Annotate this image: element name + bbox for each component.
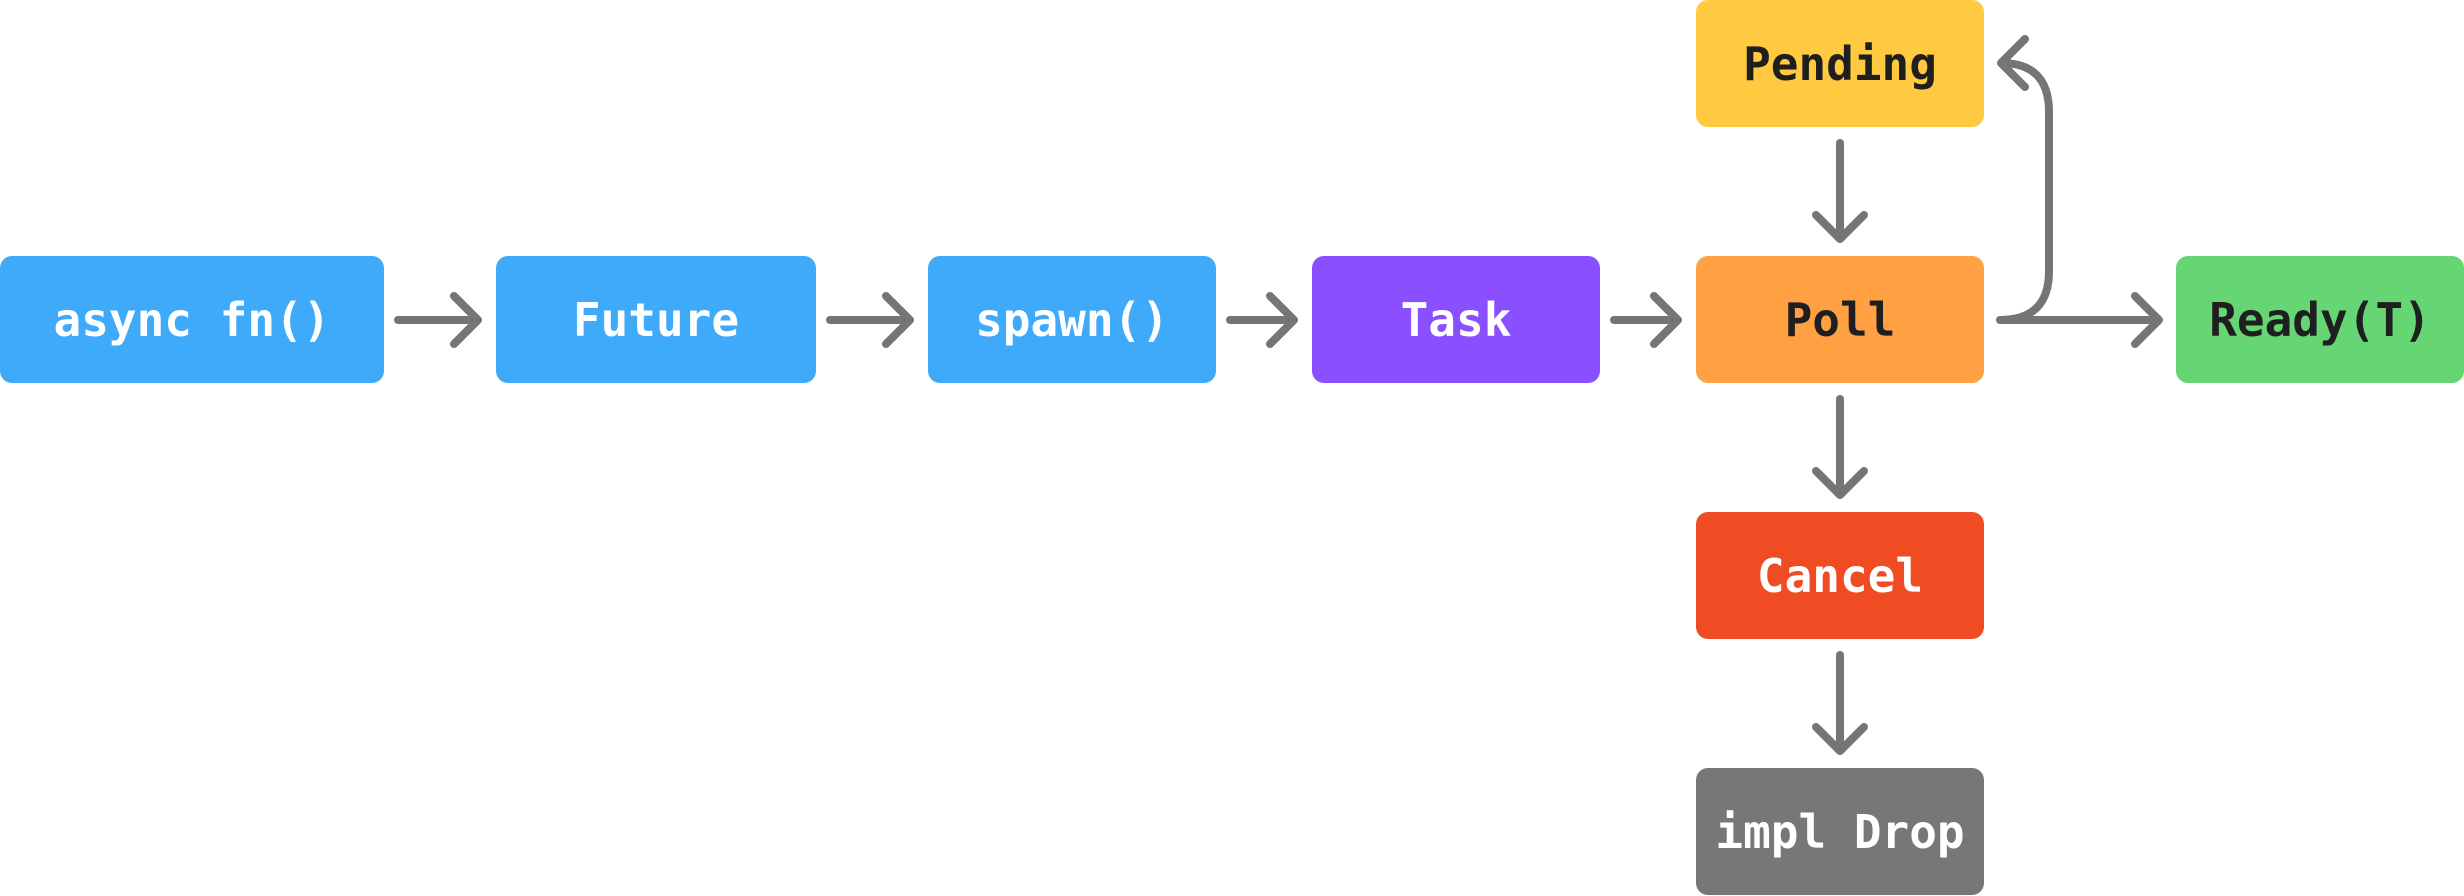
node-poll: Poll [1696,256,1984,383]
node-pending-label: Pending [1743,37,1937,91]
node-future-box [496,256,816,383]
edge-task-to-poll [1610,292,1682,348]
node-task: Task [1312,256,1600,383]
node-poll-label: Poll [1785,293,1896,347]
node-task-box [1312,256,1600,383]
edge-cancel-to-impl-drop [1812,651,1868,755]
node-future-label: Future [573,293,739,347]
edge-poll-to-ready [1996,292,2163,348]
node-pending: Pending [1696,0,1984,127]
node-cancel-label: Cancel [1757,549,1923,603]
node-future: Future [496,256,816,383]
node-spawn-label: spawn() [975,293,1169,347]
node-impl-drop-label: impl Drop [1715,805,1964,859]
node-task-label: Task [1401,293,1512,347]
node-async-fn-label: async fn() [54,293,331,347]
edge-poll-to-pending-loop [1996,35,2053,324]
node-spawn-box [928,256,1216,383]
node-impl-drop-box [1696,768,1984,895]
node-impl-drop: impl Drop [1696,768,1984,895]
node-async-fn-box [0,256,384,383]
node-ready: Ready(T) [2176,256,2464,383]
edge-async-fn-to-future [394,292,482,348]
node-async-fn: async fn() [0,256,384,383]
node-spawn: spawn() [928,256,1216,383]
edge-future-to-spawn [826,292,914,348]
node-cancel: Cancel [1696,512,1984,639]
node-pending-box [1696,0,1984,127]
edge-poll-to-cancel [1812,395,1868,499]
edge-pending-to-poll [1812,139,1868,243]
node-ready-box [2176,256,2464,383]
edges-layer [394,35,2163,755]
edge-spawn-to-task [1226,292,1298,348]
node-ready-label: Ready(T) [2209,293,2431,347]
node-cancel-box [1696,512,1984,639]
node-poll-box [1696,256,1984,383]
